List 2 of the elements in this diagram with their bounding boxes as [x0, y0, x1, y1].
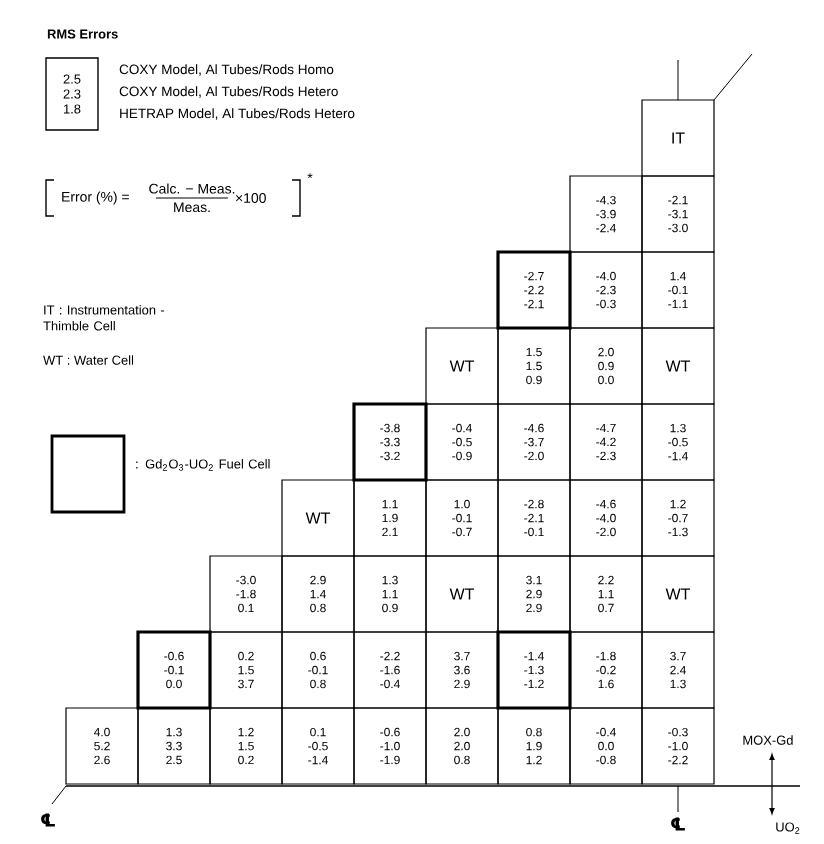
centerline-symbol: ℄ — [671, 817, 685, 831]
centerline-symbol: ℄ — [41, 813, 55, 827]
